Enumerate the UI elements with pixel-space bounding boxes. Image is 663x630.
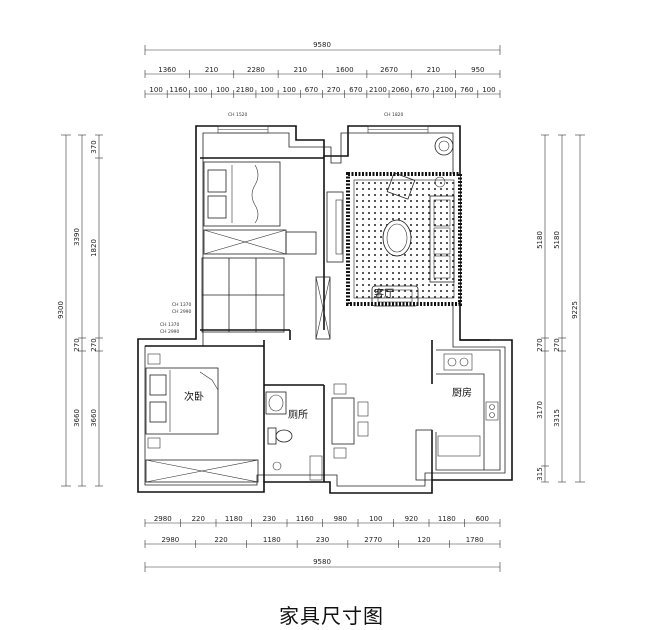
left-inner-dim-2: 1820 [90, 239, 98, 257]
second-bedroom-label: 次卧 [184, 390, 204, 403]
plant-pot [434, 136, 454, 188]
dim-label: 100 [369, 515, 382, 523]
dim-label: 1180 [225, 515, 243, 523]
dim-label: 100 [283, 86, 296, 94]
left-dimensions: 9300 3390 270 3660 370 1820 270 3660 [57, 134, 103, 487]
dim-label: 1600 [336, 66, 354, 74]
dim-label: 2280 [247, 66, 265, 74]
door-label-3: CH 1370 [160, 322, 180, 328]
dim-label: 2100 [436, 86, 454, 94]
dim-label: 100 [260, 86, 273, 94]
dim-label: 2060 [391, 86, 409, 94]
dining-table [331, 383, 369, 459]
left-mid-dim-3: 3660 [73, 409, 81, 427]
toilet [267, 427, 293, 445]
dim-label: 950 [471, 66, 484, 74]
right-mid-dim-3: 3315 [553, 409, 561, 427]
dim-label: 1360 [158, 66, 176, 74]
dim-label: 600 [476, 515, 489, 523]
left-inner-dim-3: 270 [90, 338, 98, 351]
right-dimensions: 5180 270 3170 315 5180 270 3315 9225 [536, 134, 585, 483]
sofa [429, 195, 455, 283]
left-mid-dim-1: 3390 [73, 228, 81, 246]
walls [137, 125, 513, 494]
washbasin [265, 391, 287, 415]
dim-label: 210 [205, 66, 218, 74]
right-inner-dim-2: 270 [536, 338, 544, 351]
left-inner-dim-4: 3660 [90, 409, 98, 427]
side-cabinet [315, 276, 331, 340]
right-inner-dim-4: 315 [536, 467, 544, 480]
dim-label: 1780 [466, 536, 484, 544]
dim-label: 1180 [438, 515, 456, 523]
window-label-2: CH 1820 [384, 112, 404, 118]
wardrobe [203, 229, 287, 255]
left-inner-dim-1: 370 [90, 140, 98, 153]
dim-label: 1180 [263, 536, 281, 544]
kitchen-label: 厨房 [452, 386, 472, 399]
master-bed [203, 161, 281, 227]
drawing-caption: 家具尺寸图 [279, 604, 384, 628]
bathroom-label: 厕所 [288, 409, 308, 421]
right-outer-dim: 9225 [571, 301, 579, 319]
dim-label: 100 [216, 86, 229, 94]
armchair-top [386, 172, 416, 200]
dim-label: 100 [194, 86, 207, 94]
dim-label: 230 [316, 536, 329, 544]
dim-label: 670 [305, 86, 318, 94]
dim-label: 100 [149, 86, 162, 94]
dim-label: 2980 [154, 515, 172, 523]
bottom-overall-dim: 9580 [313, 558, 331, 566]
dim-label: 980 [334, 515, 347, 523]
fridge [415, 429, 433, 481]
window-label-1: CH 1520 [228, 112, 248, 118]
dim-label: 2980 [161, 536, 179, 544]
right-mid-dim-2: 270 [553, 338, 561, 351]
living-rug [346, 172, 462, 306]
coffee-table [382, 219, 412, 257]
dim-label: 1160 [296, 515, 314, 523]
dim-label: 210 [427, 66, 440, 74]
dim-label: 2180 [236, 86, 254, 94]
second-bed [145, 367, 219, 435]
dim-label: 220 [192, 515, 205, 523]
dim-label: 760 [460, 86, 473, 94]
door-label-4: CH 2990 [160, 329, 180, 335]
dim-label: 120 [417, 536, 430, 544]
tv-cabinet [326, 191, 344, 263]
bedside-tables [147, 353, 161, 449]
shower-area [272, 455, 323, 481]
study-shelves [201, 257, 285, 333]
dim-label: 1160 [169, 86, 187, 94]
bottom-dimensions: 2980 220 1180 230 1160 980 100 920 1180 600 2980 2… [144, 515, 501, 572]
dim-label: 2100 [369, 86, 387, 94]
door-label-1: CH 1370 [172, 302, 192, 308]
living-room-label: 客厅 [374, 287, 394, 300]
right-inner-dim-1: 5180 [536, 231, 544, 249]
left-mid-dim-2: 270 [73, 338, 81, 351]
dim-label: 920 [405, 515, 418, 523]
top-overall-dim: 9580 [313, 41, 331, 49]
armchair-bottom [371, 285, 419, 307]
dim-label: 2770 [364, 536, 382, 544]
windows: CH 1520 CH 1820 [217, 112, 429, 134]
right-mid-dim-1: 5180 [553, 231, 561, 249]
dim-label: 210 [294, 66, 307, 74]
dim-label: 2670 [380, 66, 398, 74]
dim-label: 230 [263, 515, 276, 523]
door-label-2: CH 2990 [172, 309, 192, 315]
dim-label: 670 [349, 86, 362, 94]
tv-stand-bedroom [285, 231, 317, 255]
dim-label: 670 [416, 86, 429, 94]
left-outer-dim: 9300 [57, 301, 65, 319]
dim-label: 220 [214, 536, 227, 544]
kitchen-counter [435, 349, 501, 471]
dim-label: 100 [482, 86, 495, 94]
right-inner-dim-3: 3170 [536, 401, 544, 419]
top-dimensions: 9580 1360 210 2280 210 1600 2670 210 950 100 116… [144, 41, 501, 98]
second-wardrobe [145, 459, 259, 483]
dim-label: 270 [327, 86, 340, 94]
